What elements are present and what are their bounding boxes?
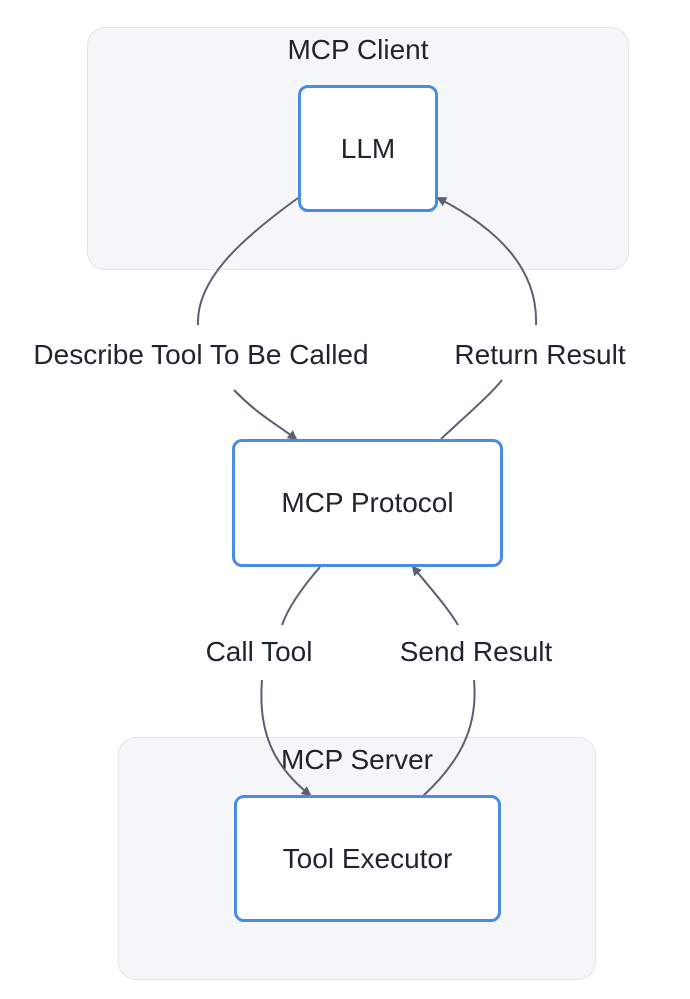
edge-label-send-result: Send Result	[399, 636, 553, 667]
edge-label-describe-tool: Describe Tool To Be Called	[33, 339, 369, 370]
edge-label-call-tool: Call Tool	[205, 636, 313, 667]
group-title-mcp-client: MCP Client	[287, 34, 429, 65]
node-tool-executor[interactable]: Tool Executor	[234, 795, 501, 922]
node-llm[interactable]: LLM	[298, 85, 438, 212]
edge-label-return-result: Return Result	[454, 339, 626, 370]
node-mcp-protocol[interactable]: MCP Protocol	[232, 439, 503, 567]
group-title-mcp-server: MCP Server	[281, 744, 433, 775]
